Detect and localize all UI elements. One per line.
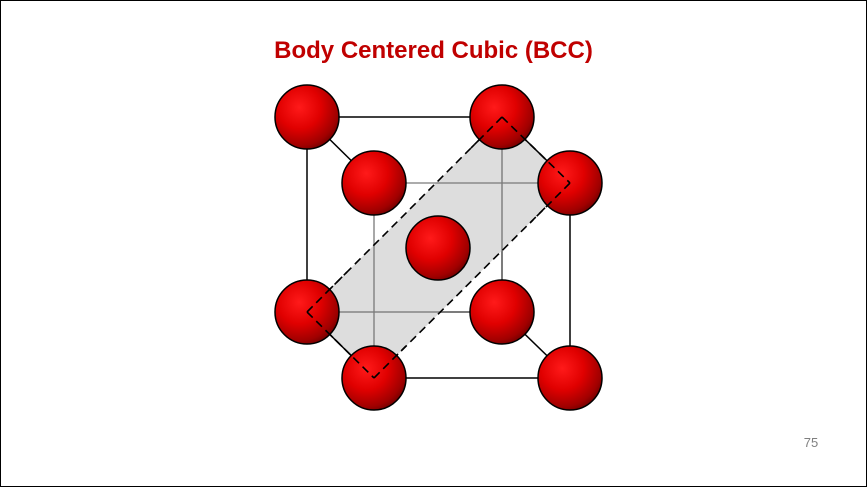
plane-edge-left-segment <box>306 271 348 313</box>
atom-center <box>405 215 471 281</box>
plane-edge-right-segment <box>529 182 571 224</box>
atom-corner-back-bottom-right <box>469 279 535 345</box>
plane-edge-top-segment <box>470 116 503 149</box>
atom-corner-back-top-left <box>274 84 340 150</box>
plane-edge-top <box>501 116 571 184</box>
page-number: 75 <box>803 435 819 450</box>
atoms <box>274 84 603 411</box>
plane-edge-bottom-segment <box>373 345 407 379</box>
slide-title: Body Centered Cubic (BCC) <box>274 37 593 64</box>
atom-corner-front-bottom-right <box>537 345 603 411</box>
plane-outline-over-atoms <box>306 116 571 379</box>
atom-corner-front-top-left <box>341 150 407 216</box>
plane-edge-left-top <box>306 311 375 379</box>
